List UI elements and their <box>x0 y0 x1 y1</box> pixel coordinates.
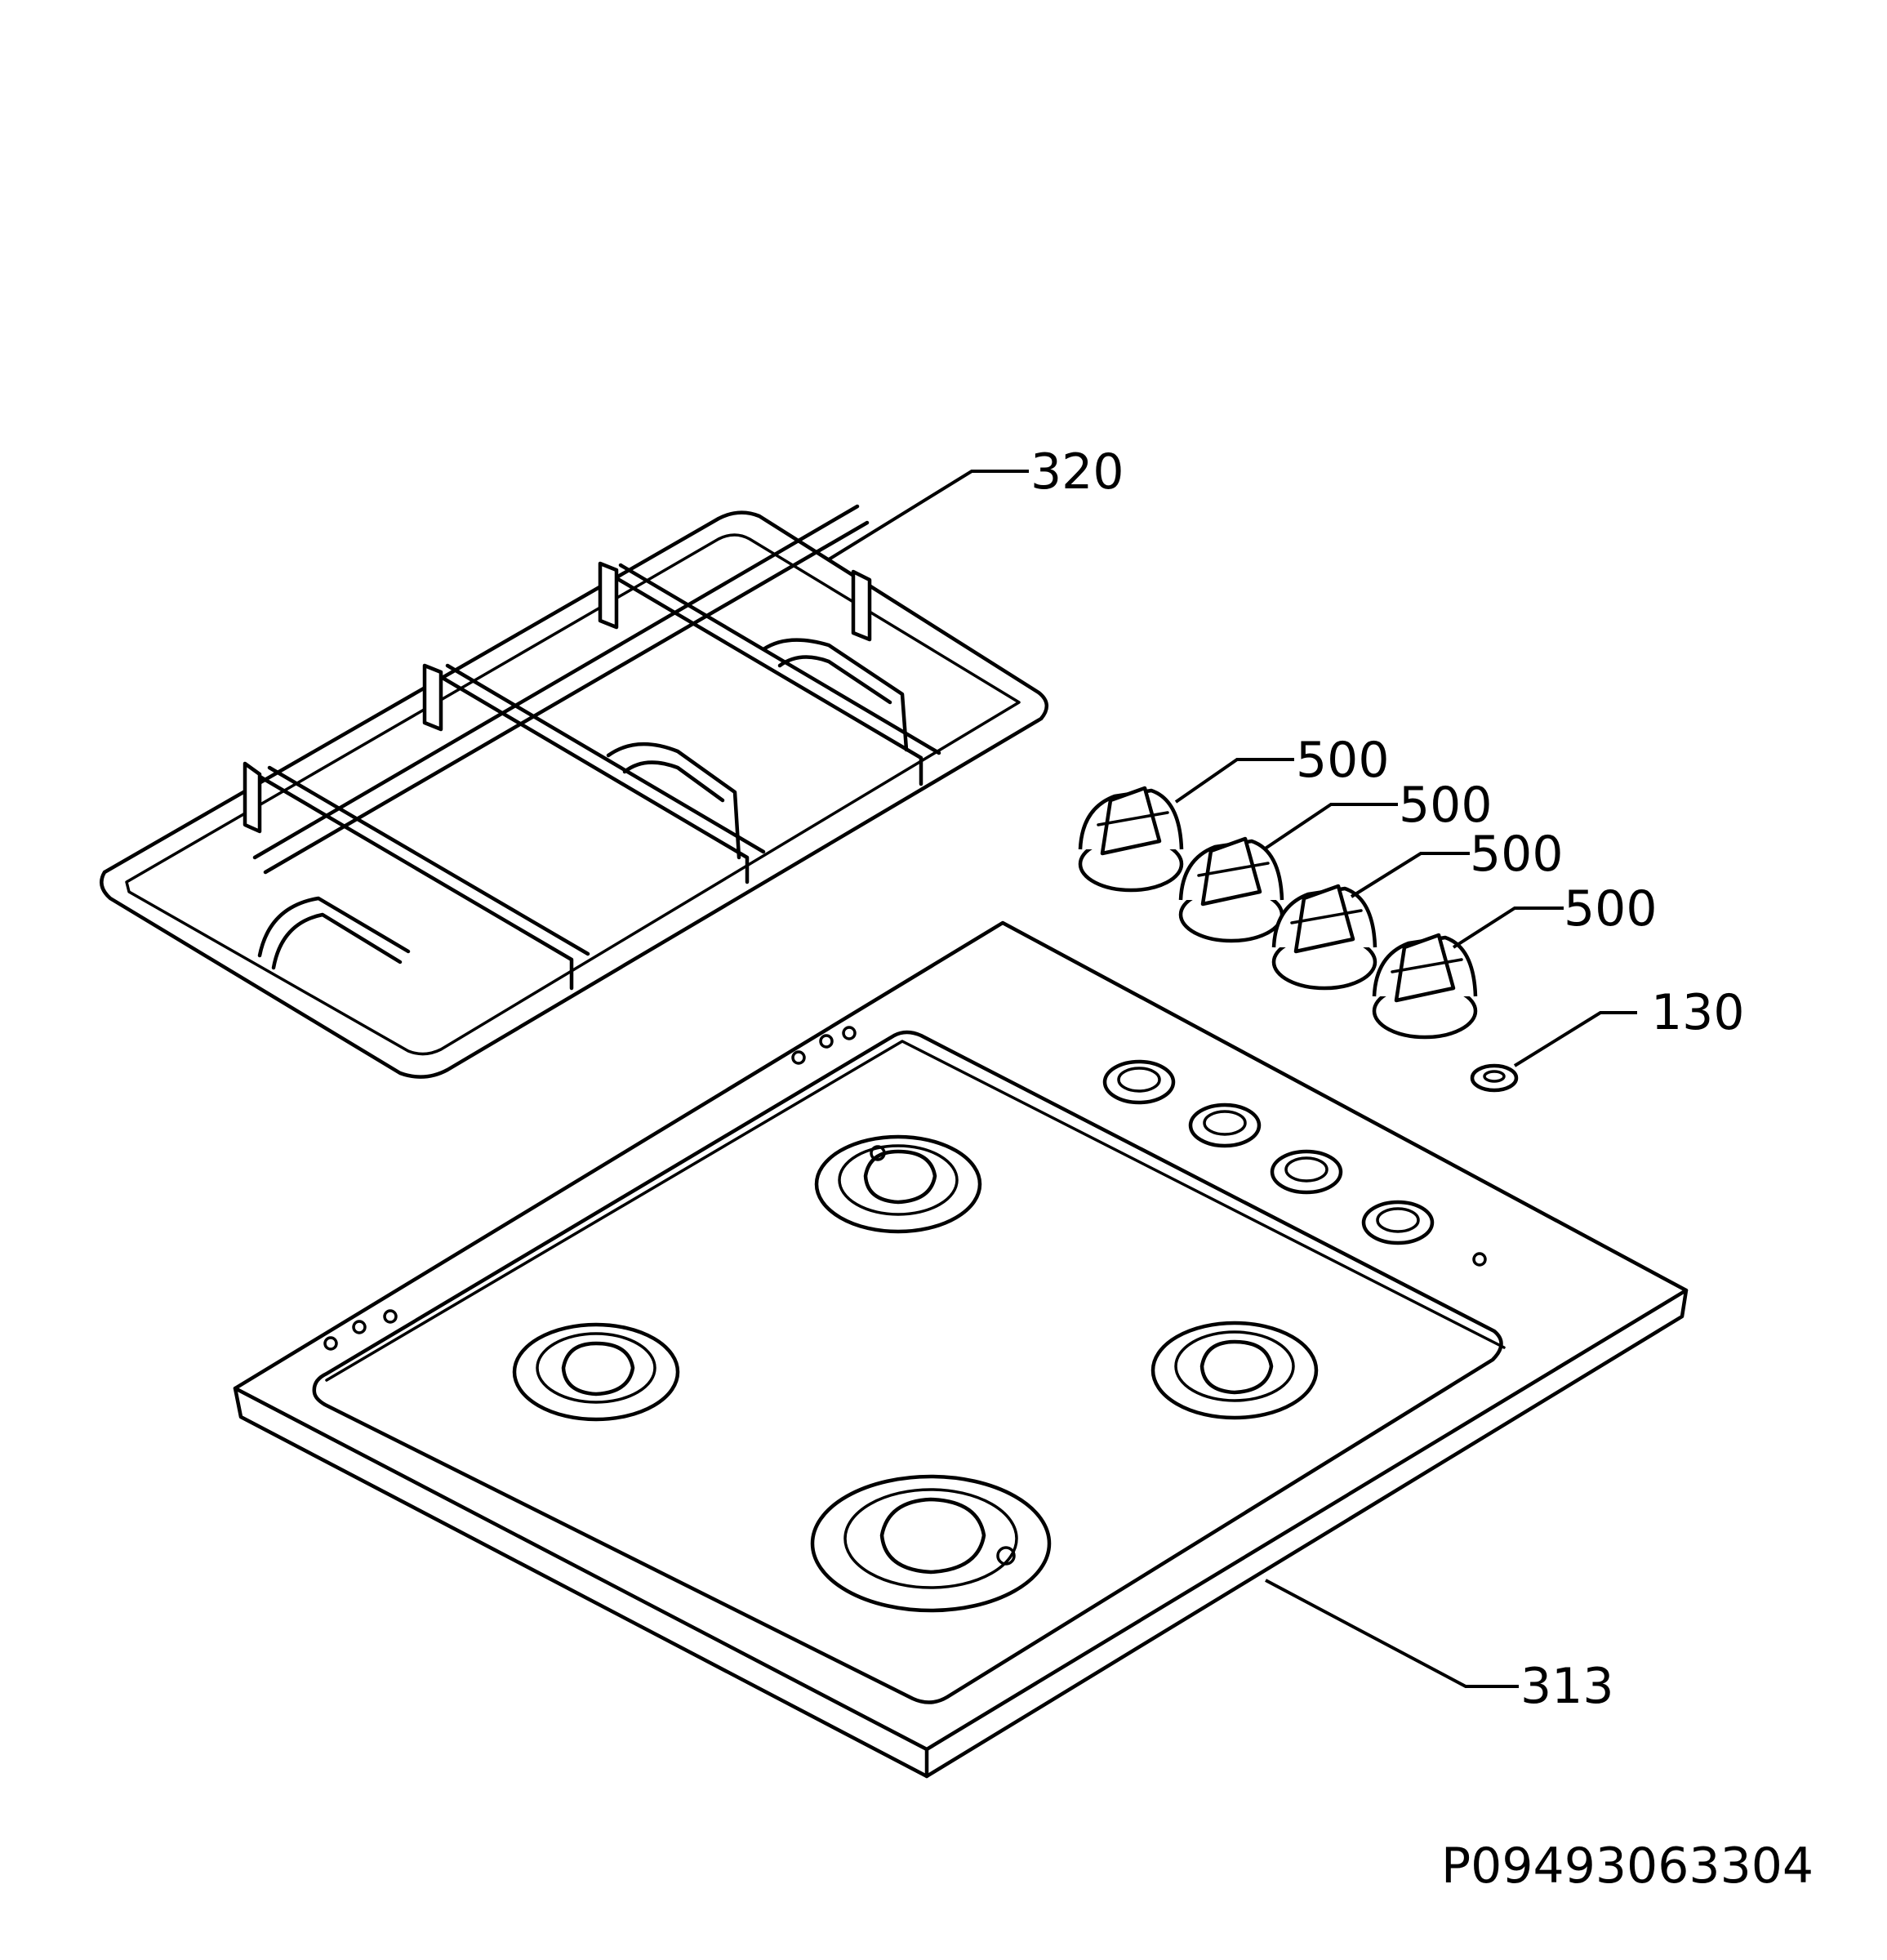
burner-front <box>810 1474 1052 1613</box>
leader-lines <box>827 470 1637 1688</box>
knob-opening <box>1188 1102 1262 1148</box>
control-knob <box>1078 786 1184 893</box>
knob-opening <box>1270 1149 1343 1195</box>
control-knob <box>1178 836 1284 943</box>
callout-knob-1: 500 <box>1296 732 1390 789</box>
knob-opening <box>1102 1059 1176 1105</box>
control-knob <box>1372 933 1478 1040</box>
callout-knob-3: 500 <box>1470 826 1564 883</box>
knob-opening <box>1361 1200 1435 1245</box>
callout-hob-top: 313 <box>1520 1658 1614 1715</box>
washer <box>1470 1063 1519 1093</box>
document-code: P09493063304 <box>1441 1838 1814 1895</box>
control-knob <box>1271 884 1377 991</box>
burner-left <box>512 1322 680 1422</box>
callout-grate: 320 <box>1030 443 1124 501</box>
callout-knob-2: 500 <box>1399 777 1493 834</box>
callout-washer: 130 <box>1651 984 1745 1041</box>
callout-knob-4: 500 <box>1564 880 1658 938</box>
hob-top-plate <box>233 920 1689 1779</box>
burner-right <box>1150 1321 1319 1420</box>
burner-rear <box>814 1134 982 1234</box>
pan-support-grate <box>100 504 1048 1079</box>
